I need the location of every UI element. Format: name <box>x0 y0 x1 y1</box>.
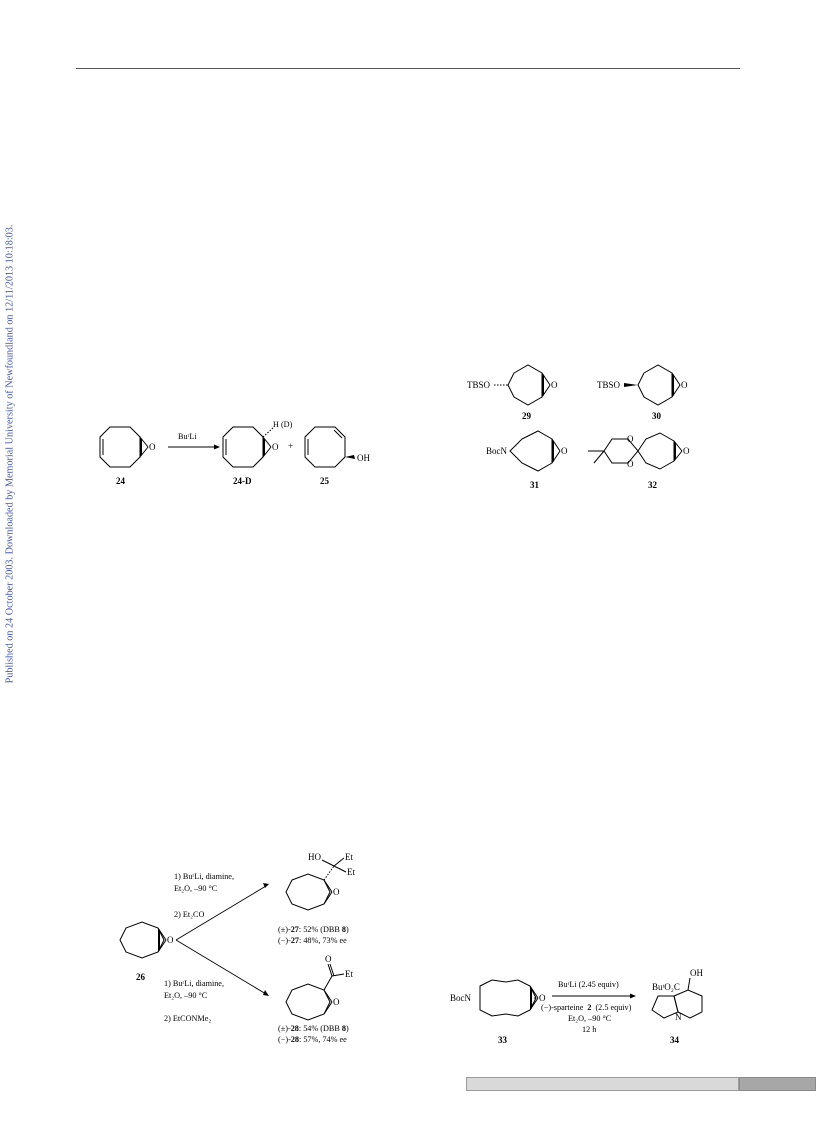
wedge-bond <box>672 373 674 397</box>
scheme-cycloheptene-oxide-26: O 26 1) BuʳLi, diamine, Et₂O, –90 °C 2) … <box>119 852 355 1044</box>
ethyl-label: Et <box>347 867 355 877</box>
oxygen-atom: O <box>149 442 156 452</box>
yield-line-27a: (±)-27: 52% (DBB 8) <box>278 925 349 934</box>
structure-34 <box>651 977 703 1019</box>
compound-label-30: 30 <box>652 411 662 421</box>
condition-line: 2) EtCONMe₂ <box>164 1014 211 1023</box>
footer-bar <box>466 1077 816 1091</box>
plus-sign: + <box>288 441 293 451</box>
structure-29 <box>494 364 551 406</box>
compound-label-32: 32 <box>648 480 658 490</box>
oxygen-atom: O <box>561 446 568 456</box>
nitrogen-atom: N <box>675 1012 682 1022</box>
scheme-epoxide-24: O 24 BuʳLi O H (D) 24-D + OH 25 <box>99 420 370 486</box>
ester-group: BuᵗO₂C <box>652 982 680 992</box>
arrow-head <box>630 993 636 999</box>
oxygen-atom: O <box>683 446 690 456</box>
hydroxyl-label: HO <box>308 852 321 862</box>
compound-label-29: 29 <box>522 411 532 421</box>
hydroxyl-label: OH <box>690 968 703 978</box>
wedge-bond <box>140 437 142 457</box>
carbonyl-oxygen: O <box>325 954 332 964</box>
arrow-head <box>263 883 269 888</box>
structure-32 <box>588 432 683 470</box>
bocn-group: BocN <box>450 993 471 1003</box>
wedge-bond <box>552 439 554 463</box>
condition-line: BuʳLi (2.45 equiv) <box>558 980 619 989</box>
wedge-bond <box>624 383 638 387</box>
ketal-oxygen: O <box>627 459 634 469</box>
condition-line: Et₂O, –90 °C <box>174 884 218 893</box>
oxygen-atom: O <box>167 935 174 945</box>
reaction-arrow-upper <box>175 885 267 941</box>
published-notice[interactable]: Published on 24 October 2003. Downloaded… <box>4 224 16 684</box>
scheme-epoxides-29-32: TBSO O 29 TBSO O 30 BocN O 31 O O O 32 <box>467 364 690 490</box>
condition-line: Et₂O, –90 °C <box>568 1014 612 1023</box>
ketal-oxygen: O <box>627 434 634 444</box>
ethyl-label: Et <box>345 852 353 862</box>
header-rule <box>76 68 740 69</box>
reagent-label: BuʳLi <box>178 432 197 441</box>
oxygen-atom: O <box>333 887 340 897</box>
compound-label-31: 31 <box>530 480 540 490</box>
yield-line-28a: (±)-28: 54% (DBB 8) <box>278 1024 349 1033</box>
structure-27 <box>285 857 347 911</box>
oxygen-atom: O <box>539 993 546 1003</box>
ethyl-label: Et <box>345 969 353 979</box>
arrow-head <box>214 444 220 450</box>
yield-line-28b: (−)-28: 57%, 74% ee <box>278 1035 347 1044</box>
oxygen-atom: O <box>551 380 558 390</box>
structure-33 <box>479 979 539 1017</box>
wedge-bond <box>542 373 544 397</box>
condition-line: 2) Et₂CO <box>174 910 204 919</box>
wedge-bond <box>158 928 160 952</box>
oxygen-atom: O <box>272 442 279 452</box>
oxygen-atom: O <box>681 380 688 390</box>
arrow-head <box>263 990 269 996</box>
footer-bar-right <box>739 1077 816 1091</box>
structure-25 <box>304 426 346 468</box>
condition-line: 12 h <box>582 1025 596 1034</box>
oxygen-atom: O <box>333 997 340 1007</box>
compound-label-25: 25 <box>320 476 330 486</box>
h-d-label: H (D) <box>273 420 293 429</box>
structure-24-d <box>222 426 275 468</box>
compound-label-26: 26 <box>136 972 146 982</box>
yield-line-27b: (−)-27: 48%, 73% ee <box>278 936 347 945</box>
tbso-group: TBSO <box>467 380 491 390</box>
condition-line: Et₂O, –90 °C <box>164 991 208 1000</box>
wedge-bond <box>345 455 355 459</box>
compound-label-34: 34 <box>670 1035 680 1045</box>
hydroxyl-label: OH <box>357 453 370 463</box>
footer-bar-left <box>466 1077 739 1091</box>
compound-label-24: 24 <box>116 476 126 486</box>
wedge-bond <box>530 986 532 1010</box>
publication-sidebar: Published on 24 October 2003. Downloaded… <box>0 0 20 1145</box>
tbso-group: TBSO <box>597 380 621 390</box>
structure-28 <box>285 963 345 1021</box>
condition-line: 1) BuʳLi, diamine, <box>164 979 224 988</box>
wedge-bond <box>674 441 676 461</box>
wedge-bond <box>263 437 265 457</box>
scheme-boc-epoxide-33: BocN O 33 BuʳLi (2.45 equiv) (−)-spartei… <box>450 968 703 1045</box>
condition-line: 1) BuʳLi, diamine, <box>174 872 234 881</box>
reaction-arrow-lower <box>175 939 267 995</box>
bocn-group: BocN <box>486 446 507 456</box>
compound-label-33: 33 <box>498 1035 508 1045</box>
compound-label-24-d: 24-D <box>233 476 252 486</box>
